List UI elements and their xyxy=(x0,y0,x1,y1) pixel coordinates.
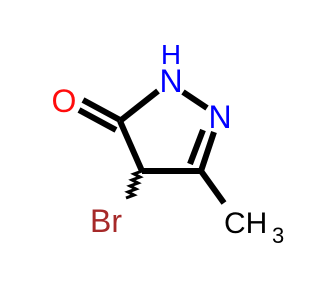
atom-nitrogen: N xyxy=(208,99,231,135)
atom-oxygen: O xyxy=(52,83,77,119)
bonds xyxy=(77,88,227,205)
atom-bromine: Br xyxy=(90,203,122,239)
bond-cbr-c xyxy=(117,119,145,173)
bond-c-nh xyxy=(118,88,160,124)
wavy-bond-c-br xyxy=(124,169,144,200)
bond-nh-n xyxy=(181,89,209,111)
bond-c-o-2 xyxy=(77,107,118,133)
bond-n-c-1 xyxy=(198,131,217,172)
structure-svg: O H N N Br CH 3 xyxy=(52,39,285,248)
atom-hydrogen: H xyxy=(161,39,181,70)
bond-c-o-1 xyxy=(81,97,122,123)
molecule-diagram: O H N N Br CH 3 xyxy=(52,39,285,248)
bond-c-ch3 xyxy=(198,169,227,205)
atom-nitrogen-nh: N xyxy=(159,63,182,99)
atom-methyl-carbon: CH xyxy=(224,207,267,240)
bond-n-c-2 xyxy=(187,128,206,166)
atom-methyl-subscript: 3 xyxy=(272,223,284,248)
